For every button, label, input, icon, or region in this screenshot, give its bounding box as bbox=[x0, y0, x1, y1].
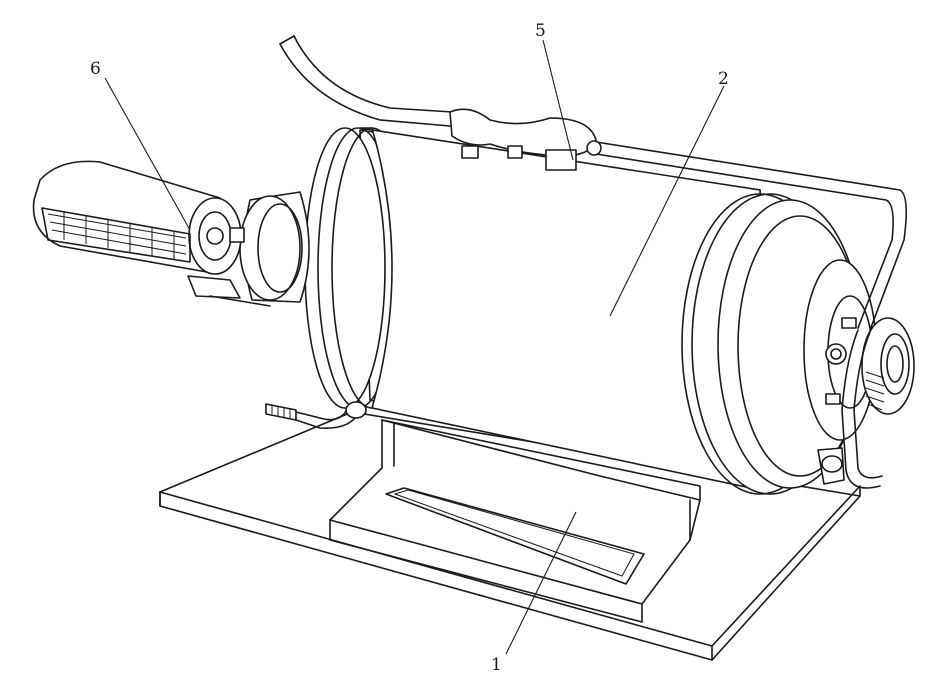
callout-label-1: 1 bbox=[491, 655, 502, 675]
callout-label-6: 6 bbox=[90, 59, 101, 79]
callout-label-5: 5 bbox=[535, 21, 546, 41]
motor-unit bbox=[34, 161, 309, 306]
callout-label-2: 2 bbox=[718, 69, 729, 89]
